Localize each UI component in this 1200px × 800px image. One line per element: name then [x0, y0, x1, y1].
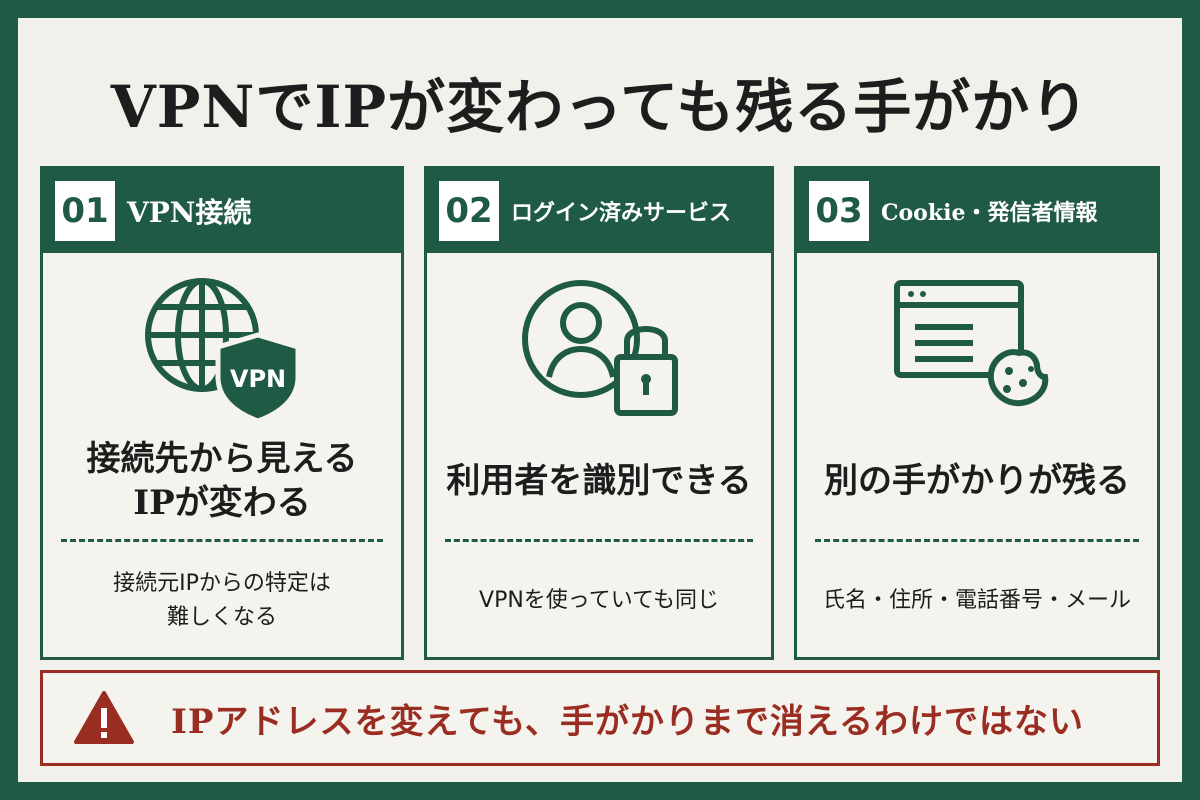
- dashed-divider: [445, 539, 753, 542]
- card-header: 03 Cookie・発信者情報: [797, 169, 1157, 253]
- card-number: 02: [439, 181, 499, 241]
- page-title: VPNでIPが変わっても残る手がかり: [110, 73, 1090, 141]
- shield-label: VPN: [230, 365, 286, 393]
- sub-line: 難しくなる: [166, 605, 277, 630]
- card-heading: ログイン済みサービス: [511, 200, 732, 226]
- card-sub-text: VPNを使っていても同じ: [437, 553, 761, 649]
- card-header: 02 ログイン済みサービス: [427, 169, 771, 253]
- card-main-text: 別の手がかりが残る: [805, 431, 1149, 531]
- card-number: 01: [55, 181, 115, 241]
- card-sub-text: 接続元IPからの特定は 難しくなる: [53, 553, 391, 649]
- card-header: 01 VPN接続: [43, 169, 401, 253]
- card-main-text: 接続先から見える IPが変わる: [51, 431, 393, 531]
- dashed-divider: [61, 539, 383, 542]
- warning-banner: IPアドレスを変えても、手がかりまで消えるわけではない: [40, 670, 1160, 766]
- sub-line: 氏名・住所・電話番号・メール: [822, 587, 1131, 613]
- warning-icon: [74, 691, 134, 744]
- card-cookie-sender-info: 03 Cookie・発信者情報 別の手がかりが残る: [794, 166, 1160, 660]
- main-line: 接続先から見える: [86, 438, 358, 479]
- main-line: IPが変わる: [133, 483, 311, 523]
- globe-shield-icon: VPN: [43, 273, 401, 423]
- sub-line: 接続元IPからの特定は: [113, 570, 331, 596]
- main-line: 利用者を識別できる: [446, 460, 752, 501]
- infographic-frame: VPNでIPが変わっても残る手がかり 01 VPN接続 VPN 接続先から見える…: [18, 18, 1182, 782]
- card-logged-in-service: 02 ログイン済みサービス 利用者を識別できる VPNを使っていても同じ: [424, 166, 774, 660]
- browser-cookie-icon: [797, 273, 1157, 423]
- main-line: 別の手がかりが残る: [824, 460, 1130, 501]
- warning-text: IPアドレスを変えても、手がかりまで消えるわけではない: [171, 701, 1085, 742]
- card-main-text: 利用者を識別できる: [435, 431, 763, 531]
- dashed-divider: [815, 539, 1139, 542]
- sub-line: VPNを使っていても同じ: [479, 587, 719, 613]
- card-vpn-connection: 01 VPN接続 VPN 接続先から見える IPが変わる: [40, 166, 404, 660]
- user-lock-icon: [427, 273, 771, 423]
- card-heading: VPN接続: [127, 196, 252, 229]
- card-number: 03: [809, 181, 869, 241]
- card-sub-text: 氏名・住所・電話番号・メール: [807, 553, 1147, 649]
- card-heading: Cookie・発信者情報: [881, 200, 1098, 226]
